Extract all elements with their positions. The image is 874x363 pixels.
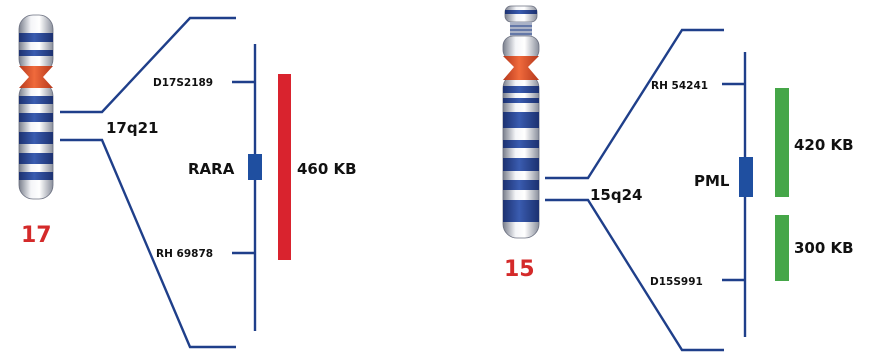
chr17-p-arm [18, 14, 54, 74]
marker-label: D17S2189 [153, 77, 213, 89]
chr17-band [19, 132, 53, 144]
chr17-centromere [19, 66, 53, 88]
chr15-band [503, 200, 539, 222]
chr15-band [503, 98, 539, 103]
pml-probe-bar-upper [775, 88, 789, 197]
chr17-band [19, 33, 53, 42]
chr15-zoom-lines [545, 28, 747, 352]
chr17-band [19, 172, 53, 180]
marker-label: RH 69878 [156, 248, 213, 260]
rara-gene-box [248, 154, 262, 180]
chr15-band [503, 140, 539, 148]
chr15-band [503, 112, 539, 128]
chromosome-17 [18, 14, 54, 200]
rara-probe-size: 460 KB [297, 160, 357, 178]
marker-label: D15S991 [650, 276, 703, 288]
chr15-band-label: 15q24 [590, 186, 643, 204]
chr15-number: 15 [504, 257, 535, 282]
chr15-band [503, 86, 539, 93]
chr17-band-label: 17q21 [106, 119, 159, 137]
chr17-band [19, 50, 53, 56]
pml-probe-size-lower: 300 KB [794, 239, 854, 257]
chr17-number: 17 [21, 223, 52, 248]
rara-probe-bar [278, 74, 291, 260]
marker-label: RH 54241 [651, 80, 708, 92]
chr17-band [19, 153, 53, 164]
chr15-band [503, 180, 539, 190]
chr17-band [19, 96, 53, 104]
chr17-band [19, 113, 53, 122]
chr17-zoom-lines [60, 16, 257, 349]
pml-probe-bar-lower [775, 215, 789, 281]
pml-probe-size-upper: 420 KB [794, 136, 854, 154]
chr15-band [503, 158, 539, 171]
chromosome-15 [502, 5, 540, 239]
rara-gene-label: RARA [188, 160, 235, 178]
chr15-band [505, 10, 537, 14]
pml-gene-label: PML [694, 172, 730, 190]
pml-gene-box [739, 157, 753, 197]
chr15-centromere [503, 56, 539, 80]
